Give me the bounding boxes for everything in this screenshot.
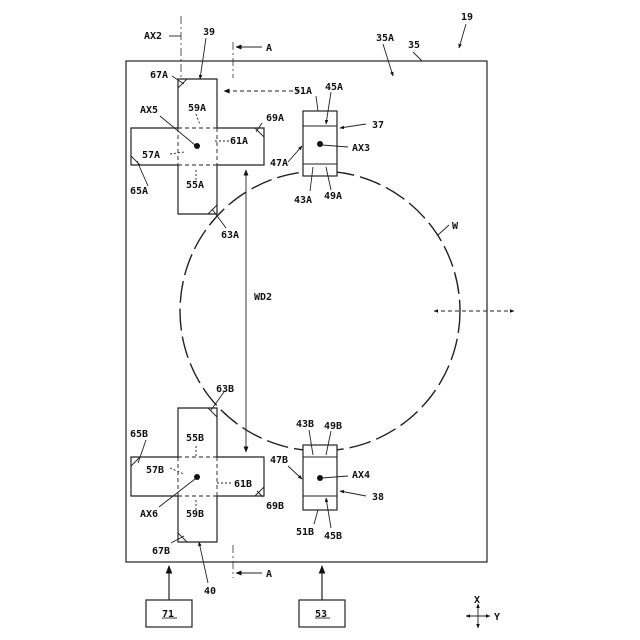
label-y-axis: Y	[494, 612, 500, 623]
label-63b: 63B	[216, 384, 234, 395]
xy-axis-indicator	[466, 604, 490, 628]
label-45a: 45A	[325, 82, 343, 93]
label-67b: 67B	[152, 546, 170, 557]
label-47a: 47A	[270, 158, 288, 169]
label-61b: 61B	[234, 479, 252, 490]
label-35a: 35A	[376, 33, 394, 44]
label-37: 37	[372, 120, 384, 131]
label-x-axis: X	[474, 595, 480, 606]
label-43a: 43A	[294, 195, 312, 206]
label-59a: 59A	[188, 103, 206, 114]
label-59b: 59B	[186, 509, 204, 520]
label-wd2: WD2	[254, 292, 272, 303]
label-57a: 57A	[142, 150, 160, 161]
label-65a: 65A	[130, 186, 148, 197]
label-57b: 57B	[146, 465, 164, 476]
label-71: 71	[162, 609, 174, 620]
label-38: 38	[372, 492, 384, 503]
label-69a: 69A	[266, 113, 284, 124]
label-39: 39	[203, 27, 215, 38]
label-47b: 47B	[270, 455, 288, 466]
label-a-top: A	[266, 43, 272, 54]
label-43b: 43B	[296, 419, 314, 430]
holder-block-top	[303, 111, 337, 176]
label-65b: 65B	[130, 429, 148, 440]
label-51b: 51B	[296, 527, 314, 538]
label-69b: 69B	[266, 501, 284, 512]
label-40: 40	[204, 586, 216, 597]
label-55b: 55B	[186, 433, 204, 444]
label-61a: 61A	[230, 136, 248, 147]
label-45b: 45B	[324, 531, 342, 542]
label-a-bottom: A	[266, 569, 272, 580]
label-ax2: AX2	[144, 31, 162, 42]
label-49a: 49A	[324, 191, 342, 202]
label-19: 19	[461, 12, 473, 23]
label-ax4: AX4	[352, 470, 370, 481]
label-ax5: AX5	[140, 105, 158, 116]
label-ax3: AX3	[352, 143, 370, 154]
label-49b: 49B	[324, 421, 342, 432]
label-ax6: AX6	[140, 509, 158, 520]
label-51a: 51A	[294, 86, 312, 97]
label-35: 35	[408, 40, 420, 51]
label-55a: 55A	[186, 180, 204, 191]
label-w: W	[452, 221, 459, 232]
label-53: 53	[315, 609, 327, 620]
label-67a: 67A	[150, 70, 168, 81]
wafer-outline	[180, 171, 460, 451]
label-63a: 63A	[221, 230, 239, 241]
